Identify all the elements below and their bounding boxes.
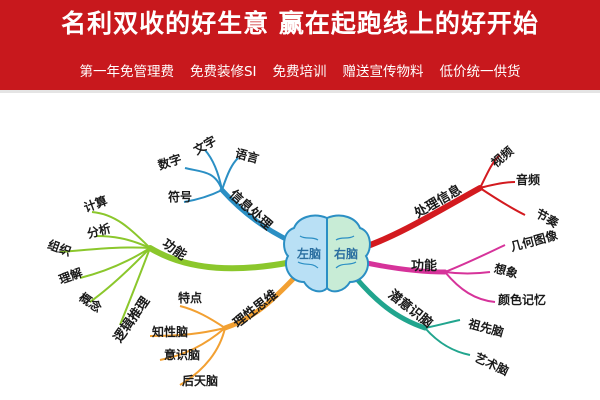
branch-twig — [159, 327, 226, 361]
feature-item: 免费培训 — [272, 64, 327, 80]
leaf-label: 文字 — [191, 133, 219, 158]
branch-line — [353, 275, 428, 331]
leaf-label: 特点 — [178, 290, 202, 305]
brain-left-hemisphere — [283, 214, 328, 293]
leaf-label: 分析 — [85, 220, 112, 241]
branch-line — [359, 259, 448, 275]
branch-twig — [184, 167, 223, 191]
branch-twig — [479, 154, 501, 189]
leaf-label: 知性脑 — [151, 324, 188, 339]
leaf-label: 组织 — [46, 237, 74, 259]
branch-label: 理性思维 — [230, 287, 281, 332]
leaf-label: 计算 — [82, 193, 110, 215]
branch-twig — [444, 271, 496, 303]
branch-line — [219, 187, 295, 245]
branch-twig — [479, 187, 526, 216]
leaf-label: 后天脑 — [182, 373, 218, 388]
leaf-label: 意识脑 — [164, 347, 200, 362]
brain-right-hemisphere — [326, 214, 371, 293]
branch-twig — [183, 189, 223, 203]
branch-twig — [424, 319, 461, 329]
branch-twig — [79, 247, 151, 279]
branch-line — [147, 245, 295, 272]
banner-divider — [0, 90, 600, 93]
feature-item: 第一年免管理费 — [79, 64, 174, 80]
feature-item: 低价统一供货 — [439, 64, 521, 80]
branch-label: 信息处理 — [226, 187, 275, 234]
leaf-label: 艺术脑 — [472, 350, 511, 379]
branch-twig — [179, 327, 226, 386]
branch-twig — [59, 246, 151, 253]
branch-processing-info: 处理信息 视频 音频 节奏 — [359, 143, 562, 251]
brain-fold — [335, 235, 357, 269]
promo-banner — [0, 0, 600, 92]
feature-list: 第一年免管理费 免费装修SI 免费培训 赠送宣传物料 低价统一供货 — [0, 60, 600, 84]
leaf-label: 想象 — [492, 260, 520, 281]
leaf-label: 颜色记忆 — [498, 292, 546, 307]
brain-right-label: 右脑 — [333, 246, 358, 261]
leaf-label: 节奏 — [533, 206, 562, 231]
leaf-label: 符号 — [168, 189, 192, 204]
branch-twig — [444, 244, 506, 273]
leaf-label: 理解 — [57, 265, 85, 287]
leaf-label: 几何图像 — [509, 227, 560, 254]
branch-twig — [119, 247, 151, 326]
branch-twig — [91, 211, 151, 249]
branch-twig — [149, 327, 226, 337]
branch-info-processing: 信息处理 数字 文字 语言 符号 — [156, 133, 295, 245]
branch-rational-thinking: 理性思维 特点 知性脑 意识脑 后天脑 — [149, 273, 299, 388]
leaf-label: 祖先脑 — [466, 315, 506, 339]
brain-illustration: 左脑 右脑 — [283, 214, 371, 293]
leaf-label: 逻辑推理 — [110, 294, 153, 346]
branch-twig — [179, 305, 226, 329]
branch-line — [359, 185, 483, 251]
banner-headline: 名利双收的好生意 赢在起跑线上的好开始 — [61, 9, 539, 38]
branch-twig — [95, 235, 151, 249]
brain-fold — [297, 235, 319, 269]
leaf-label: 语言 — [234, 145, 261, 166]
branch-twig — [204, 149, 223, 191]
branch-twig — [221, 157, 239, 191]
feature-item: 免费装修SI — [189, 64, 257, 80]
branch-twig — [444, 271, 491, 275]
branch-twig — [89, 247, 151, 303]
brain-left-label: 左脑 — [296, 246, 321, 261]
branch-subconscious: 潜意识脑 祖先脑 艺术脑 — [353, 275, 511, 379]
leaf-label: 数字 — [156, 151, 183, 173]
branch-line — [222, 273, 299, 331]
mind-map: 信息处理 数字 文字 语言 符号 功能 计算 分析 组织 理解 概念 逻辑推理 … — [46, 133, 563, 388]
branch-twig — [424, 327, 471, 356]
branch-label: 功能 — [411, 258, 437, 274]
leaf-label: 音频 — [516, 172, 540, 187]
feature-item: 赠送宣传物料 — [342, 64, 424, 80]
branch-twig — [479, 181, 516, 189]
